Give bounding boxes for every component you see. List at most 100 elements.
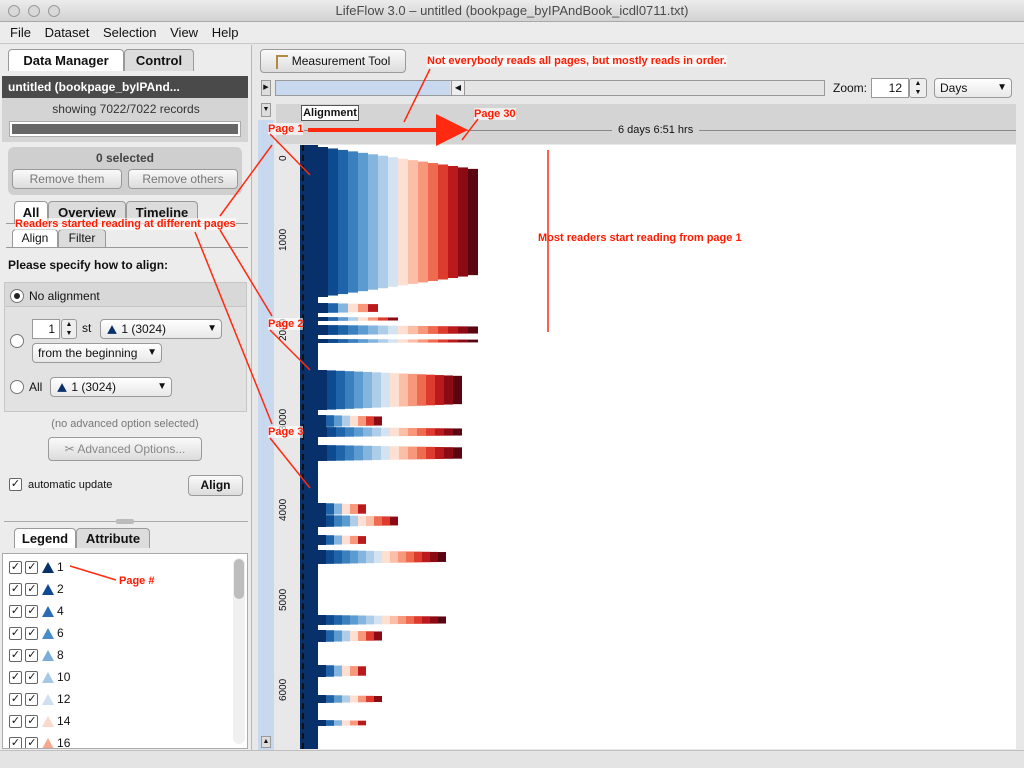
flow-segment[interactable] bbox=[422, 551, 430, 563]
flow-segment[interactable] bbox=[338, 339, 348, 343]
nth-stepper[interactable]: ▲▼ bbox=[61, 319, 77, 339]
legend-item[interactable]: ✓ ✓ 12 bbox=[9, 690, 70, 710]
flow-segment[interactable] bbox=[399, 446, 408, 460]
menu-view[interactable]: View bbox=[170, 25, 199, 40]
legend-include-checkbox[interactable]: ✓ bbox=[25, 605, 39, 619]
event-select[interactable]: 1 (3024)▼ bbox=[100, 319, 222, 339]
flow-segment[interactable] bbox=[358, 515, 366, 527]
flow-segment[interactable] bbox=[334, 615, 342, 625]
flow-segment[interactable] bbox=[338, 303, 348, 313]
legend-show-checkbox[interactable]: ✓ bbox=[9, 561, 22, 575]
flow-segment[interactable] bbox=[468, 168, 478, 276]
flow-segment[interactable] bbox=[358, 303, 368, 313]
from-select[interactable]: from the beginning▼ bbox=[32, 343, 162, 363]
flow-segment[interactable] bbox=[438, 164, 448, 280]
flow-segment[interactable] bbox=[435, 447, 444, 459]
flow-segment[interactable] bbox=[428, 326, 438, 334]
flow-segment[interactable] bbox=[378, 339, 388, 343]
flow-segment[interactable] bbox=[318, 503, 326, 515]
tab-filter[interactable]: Filter bbox=[58, 229, 106, 247]
legend-show-checkbox[interactable]: ✓ bbox=[9, 693, 22, 707]
flow-segment[interactable] bbox=[326, 630, 334, 642]
flow-segment[interactable] bbox=[342, 665, 350, 677]
flow-segment[interactable] bbox=[354, 427, 363, 437]
legend-item[interactable]: ✓ ✓ 6 bbox=[9, 624, 64, 644]
split-handle[interactable] bbox=[116, 519, 134, 524]
time-scroll-track[interactable] bbox=[275, 80, 825, 96]
flow-segment[interactable] bbox=[366, 615, 374, 625]
flow-segment[interactable] bbox=[318, 339, 328, 343]
flow-segment[interactable] bbox=[382, 551, 390, 563]
flow-segment[interactable] bbox=[406, 616, 414, 624]
nth-alignment-radio[interactable] bbox=[10, 334, 24, 348]
flow-segment[interactable] bbox=[328, 339, 338, 343]
tab-overview[interactable]: Overview bbox=[48, 201, 126, 223]
flow-segment[interactable] bbox=[390, 446, 399, 460]
flow-segment[interactable] bbox=[363, 371, 372, 409]
legend-item[interactable]: ✓ ✓ 2 bbox=[9, 580, 64, 600]
flow-segment[interactable] bbox=[350, 535, 358, 545]
flow-segment[interactable] bbox=[328, 325, 338, 335]
flow-segment[interactable] bbox=[381, 372, 390, 408]
flow-segment[interactable] bbox=[318, 720, 326, 726]
flow-segment[interactable] bbox=[414, 551, 422, 563]
flow-segment[interactable] bbox=[418, 325, 428, 335]
flow-segment[interactable] bbox=[382, 615, 390, 625]
legend-include-checkbox[interactable]: ✓ bbox=[25, 715, 39, 729]
align-button[interactable]: Align bbox=[188, 475, 243, 496]
zoom-input[interactable]: 12 bbox=[871, 78, 909, 98]
flow-segment[interactable] bbox=[388, 325, 398, 335]
flow-segment[interactable] bbox=[398, 339, 408, 343]
flow-segment[interactable] bbox=[318, 325, 328, 335]
flow-segment[interactable] bbox=[350, 550, 358, 564]
flow-segment[interactable] bbox=[398, 615, 406, 625]
flow-segment[interactable] bbox=[458, 167, 468, 277]
flow-segment[interactable] bbox=[338, 149, 348, 295]
flow-segment[interactable] bbox=[318, 665, 326, 677]
flow-segment[interactable] bbox=[342, 515, 350, 527]
flow-segment[interactable] bbox=[318, 695, 326, 703]
flow-segment[interactable] bbox=[358, 720, 366, 726]
flow-segment[interactable] bbox=[336, 370, 345, 410]
flow-segment[interactable] bbox=[334, 665, 342, 677]
all-select[interactable]: 1 (3024)▼ bbox=[50, 377, 172, 397]
flow-segment[interactable] bbox=[342, 503, 350, 515]
flow-segment[interactable] bbox=[350, 415, 358, 427]
flow-segment[interactable] bbox=[408, 160, 418, 284]
legend-show-checkbox[interactable]: ✓ bbox=[9, 649, 22, 663]
flow-segment[interactable] bbox=[428, 163, 438, 281]
flow-segment[interactable] bbox=[326, 535, 334, 545]
flow-segment[interactable] bbox=[326, 665, 334, 677]
flow-segment[interactable] bbox=[398, 551, 406, 563]
flow-segment[interactable] bbox=[326, 503, 334, 515]
flow-segment[interactable] bbox=[408, 446, 417, 460]
flow-segment[interactable] bbox=[327, 427, 336, 437]
flow-segment[interactable] bbox=[363, 427, 372, 437]
flow-segment[interactable] bbox=[342, 695, 350, 703]
flow-segment[interactable] bbox=[426, 428, 435, 436]
flow-segment[interactable] bbox=[342, 550, 350, 564]
no-alignment-radio[interactable] bbox=[10, 289, 24, 303]
flow-segment[interactable] bbox=[358, 695, 366, 703]
scroll-left-button[interactable]: ▶ bbox=[261, 80, 271, 96]
flow-segment[interactable] bbox=[358, 536, 366, 544]
flow-segment[interactable] bbox=[428, 339, 438, 343]
flow-segment[interactable] bbox=[408, 339, 418, 343]
flow-segment[interactable] bbox=[381, 446, 390, 460]
flow-segment[interactable] bbox=[358, 152, 368, 292]
flow-segment[interactable] bbox=[366, 695, 374, 703]
legend-item[interactable]: ✓ ✓ 14 bbox=[9, 712, 70, 732]
flow-segment[interactable] bbox=[372, 445, 381, 461]
flow-segment[interactable] bbox=[368, 154, 378, 290]
flow-segment[interactable] bbox=[348, 151, 358, 293]
auto-update-checkbox[interactable]: ✓ bbox=[9, 478, 22, 491]
flow-segment[interactable] bbox=[358, 504, 366, 514]
flow-segment[interactable] bbox=[342, 720, 350, 726]
remove-them-button[interactable]: Remove them bbox=[12, 169, 122, 189]
flow-segment[interactable] bbox=[318, 550, 326, 564]
flow-segment[interactable] bbox=[318, 147, 328, 297]
flow-segment[interactable] bbox=[350, 615, 358, 625]
flow-segment[interactable] bbox=[399, 373, 408, 407]
flow-segment[interactable] bbox=[408, 373, 417, 407]
flow-segment[interactable] bbox=[390, 615, 398, 625]
